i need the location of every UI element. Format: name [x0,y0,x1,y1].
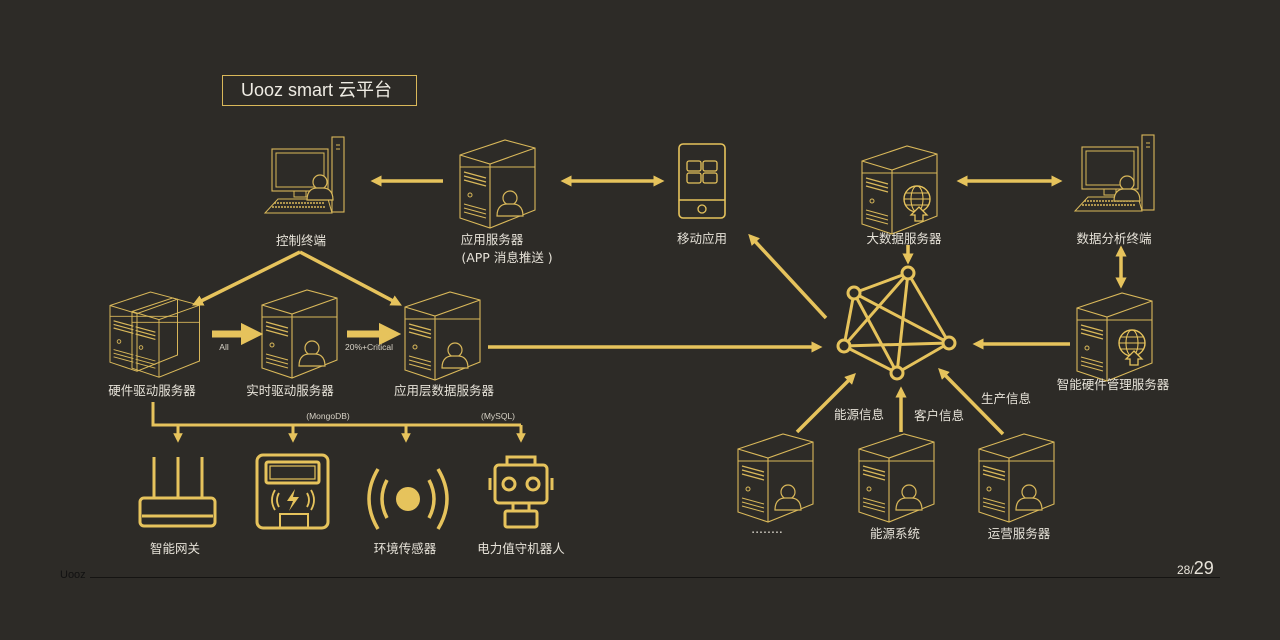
edge-label-production-info: 生产信息 [980,391,1032,406]
mobile-app-icon [678,143,726,219]
power-robot-icon [488,455,554,529]
arrow-control-to-appdata [299,250,402,306]
page-current: 28 [1177,563,1191,577]
env-sensor-label: 环境传感器 [373,541,437,556]
other-systems-server-icon [737,433,814,523]
edge-label-critical: 20%+Critical [345,342,393,352]
app-layer-data-server-icon [404,291,481,381]
power-robot-label: 电力值守机器人 [477,541,565,556]
hardware-driver-server-icon [109,291,201,378]
data-analysis-terminal-icon [1074,134,1155,212]
realtime-driver-server-label: 实时驱动服务器 [246,383,334,398]
footer-divider [90,577,1220,578]
arrow-other-to-network [795,373,856,434]
app-server-label: 应用服务器 [460,232,524,247]
mobile-app-label: 移动应用 [676,231,728,246]
smart-gateway-icon [138,457,217,528]
data-analysis-terminal-label: 数据分析终端 [1076,231,1152,246]
control-terminal-icon [264,136,345,214]
page-total: 29 [1193,558,1214,578]
edge-label-mongodb: (MongoDB) [306,411,350,421]
page-indicator: 28/29 [1177,558,1214,579]
arrow-network-to-mobile [748,233,828,320]
app-layer-data-server-label: 应用层数据服务器 [393,383,495,398]
edge-label-customer-info: 客户信息 [913,408,965,423]
smart-hw-mgmt-server-icon [1076,292,1153,382]
edge-label-all: All [219,342,229,352]
edge-label-energy-info: 能源信息 [833,407,885,422]
energy-system-server-icon [858,433,935,523]
cloud-network-icon [836,265,957,381]
smart-meter-icon [255,453,330,530]
page-separator: / [1190,563,1194,577]
arrow-ops-to-network [938,368,1005,436]
other-systems-label: ........ [751,521,783,536]
edge-label-mysql: (MySQL) [481,411,515,421]
big-data-server-icon [861,145,938,235]
app-server-icon [459,139,536,229]
control-terminal-label: 控制终端 [275,233,327,248]
smart-hw-mgmt-server-label: 智能硬件管理服务器 [1056,377,1170,392]
energy-system-label: 能源系统 [869,526,921,541]
page-title: Uooz smart 云平台 [222,75,417,106]
device-bus [151,402,526,443]
footer-brand: Uooz [60,569,86,581]
big-data-server-label: 大数据服务器 [866,231,942,246]
smart-gateway-label: 智能网关 [149,541,201,556]
env-sensor-icon [367,468,449,530]
hardware-driver-server-label: 硬件驱动服务器 [108,383,196,398]
arrow-control-to-hardware [191,250,301,306]
app-server-sublabel: (APP 消息推送 ) [461,250,553,265]
operations-server-label: 运营服务器 [987,526,1051,541]
operations-server-icon [978,433,1055,523]
page-title-text: Uooz smart 云平台 [241,80,393,100]
realtime-driver-server-icon [261,289,338,379]
